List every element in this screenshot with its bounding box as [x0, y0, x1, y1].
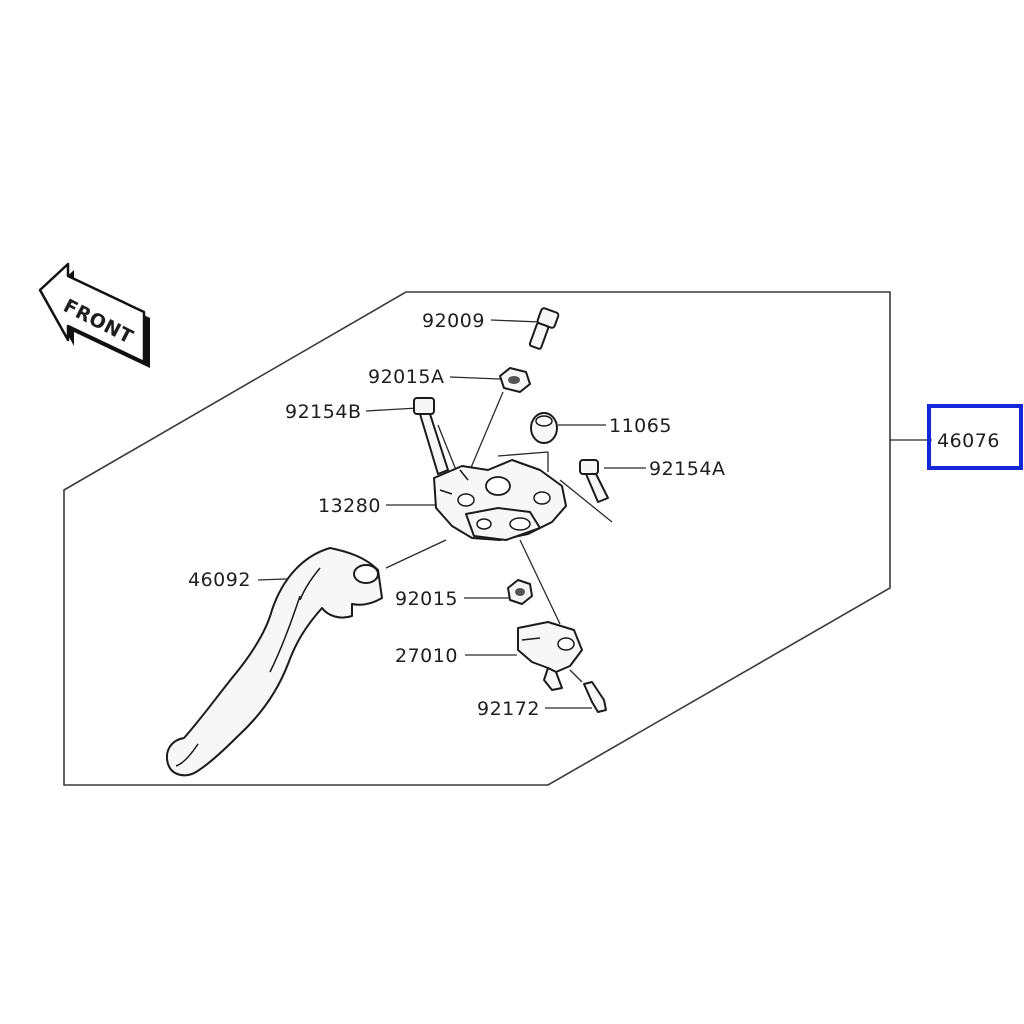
callout-11065: 11065 — [609, 415, 672, 437]
cap-11065-icon — [530, 412, 558, 444]
callout-27010: 27010 — [395, 645, 458, 667]
bracket-13280-icon — [433, 459, 567, 541]
bolt-92154B-icon — [413, 397, 449, 475]
callout-13280: 13280 — [318, 495, 381, 517]
lever-46092-icon — [166, 547, 383, 777]
front-arrow-icon: FRONT — [38, 262, 150, 368]
nut-92015A-icon — [499, 367, 531, 393]
callout-92154A: 92154A — [649, 458, 725, 480]
assembly-frame — [63, 291, 891, 786]
callout-92172: 92172 — [477, 698, 540, 720]
assembly-highlight-box — [927, 404, 1023, 470]
bolt-92154A-icon — [579, 459, 609, 503]
bolt-92009-icon — [528, 307, 560, 350]
switch-27010-icon — [517, 621, 583, 691]
screw-92172-icon — [583, 681, 607, 713]
callout-92009: 92009 — [422, 310, 485, 332]
callout-46092: 46092 — [188, 569, 251, 591]
callout-92015A: 92015A — [368, 366, 444, 388]
leader-lines — [257, 319, 646, 709]
callout-46076: 46076 — [937, 430, 1000, 452]
callout-92015: 92015 — [395, 588, 458, 610]
nut-92015-icon — [507, 579, 533, 605]
callout-92154B: 92154B — [285, 401, 361, 423]
